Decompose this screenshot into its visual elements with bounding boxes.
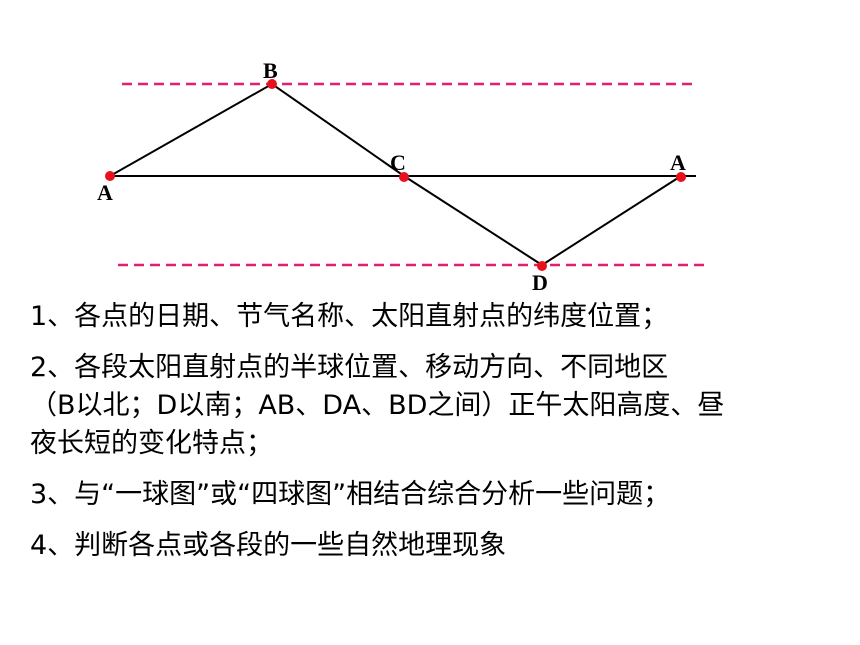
question-list: 1、各点的日期、节气名称、太阳直射点的纬度位置； 2、各段太阳直射点的半球位置、… bbox=[30, 298, 855, 578]
label-b: B bbox=[263, 58, 278, 83]
label-d: D bbox=[532, 270, 548, 295]
point-a-right bbox=[676, 172, 686, 182]
question-3: 3、与“一球图”或“四球图”相结合综合分析一些问题； bbox=[30, 479, 671, 510]
point-b bbox=[267, 79, 277, 89]
question-2-line-2: （B以北；D以南；AB、DA、BD之间）正午太阳高度、昼 bbox=[30, 390, 725, 421]
label-c: C bbox=[390, 150, 406, 175]
solar-path-diagram: A B C D A bbox=[97, 58, 705, 295]
point-c bbox=[399, 172, 409, 182]
question-1: 1、各点的日期、节气名称、太阳直射点的纬度位置； bbox=[30, 301, 669, 332]
label-a-right: A bbox=[670, 150, 686, 175]
label-a-left: A bbox=[97, 180, 113, 205]
question-2-line-3: 夜长短的变化特点； bbox=[30, 428, 273, 459]
question-2: 2、各段太阳直射点的半球位置、移动方向、不同地区 （B以北；D以南；AB、DA、… bbox=[30, 349, 855, 463]
point-a-left bbox=[105, 171, 115, 181]
point-d bbox=[537, 261, 547, 271]
question-4: 4、判断各点或各段的一些自然地理现象 bbox=[30, 530, 507, 561]
question-2-line-1: 2、各段太阳直射点的半球位置、移动方向、不同地区 bbox=[30, 352, 669, 383]
